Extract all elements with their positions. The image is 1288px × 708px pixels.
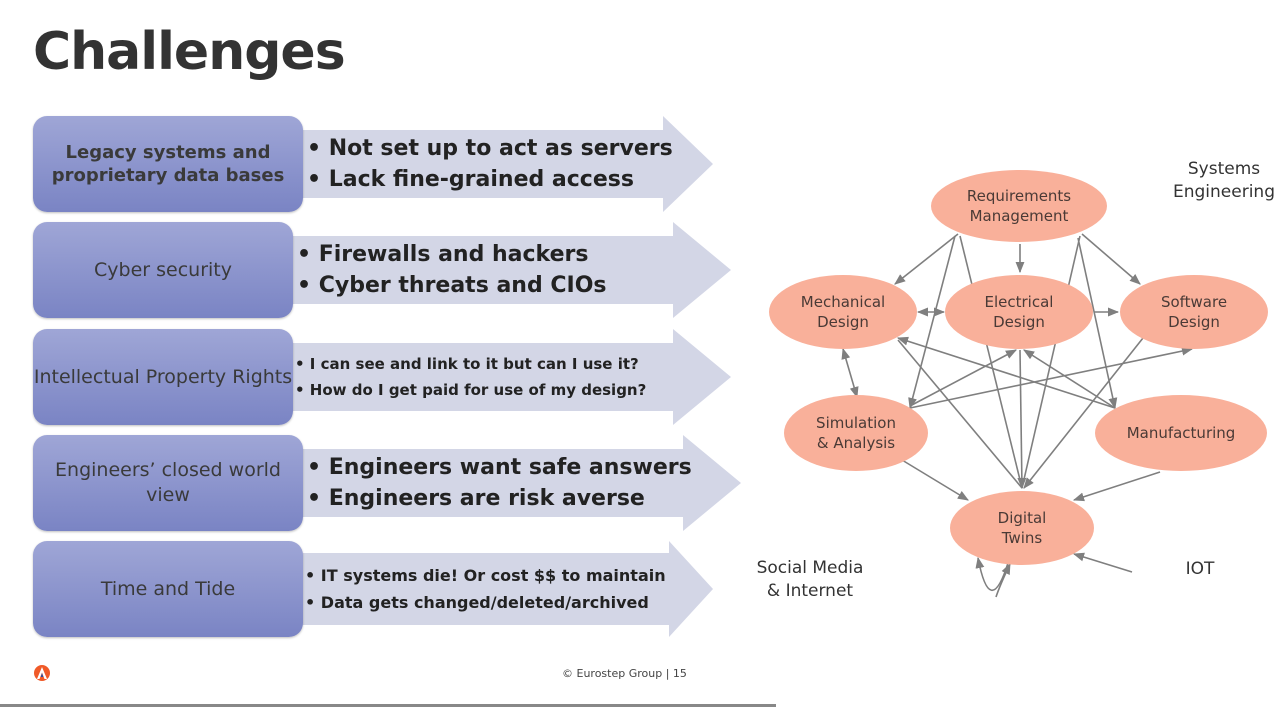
iot-label: IOT [1185,559,1215,579]
edge [959,235,1023,489]
edge [1072,552,1133,573]
node-ellipse [950,491,1094,565]
edge [894,233,959,285]
edge [1072,471,1161,502]
social-media-label: Social Media & Internet [756,558,864,601]
edge [896,336,1116,409]
edge [1077,237,1118,410]
node-label: Management [970,207,1069,225]
node-label: Digital [998,509,1047,527]
challenge-arrow [273,541,713,637]
bullet: • How do I get paid for use of my design… [295,381,647,399]
node-ellipse [769,275,917,349]
edge [909,349,1017,407]
node-label: Electrical [985,293,1054,311]
node-ellipse [945,275,1093,349]
challenge-bullets: • Not set up to act as servers • Lack fi… [307,116,673,212]
node-label: Requirements [967,187,1071,205]
node-ellipse [784,395,928,471]
node-label: Design [993,313,1045,331]
bullet: • Cyber threats and CIOs [297,273,607,298]
node-label: Design [817,313,869,331]
bullet: • Firewalls and hackers [297,242,589,267]
challenge-row-cyber: Cyber security • Firewalls and hackers •… [33,222,743,318]
edge [1017,349,1027,490]
divider [0,704,776,707]
edge [1023,337,1144,489]
challenge-bullets: • I can see and link to it but can I use… [295,329,646,425]
node-sim: Simulation & Analysis [784,395,928,471]
edge [1023,349,1116,409]
challenge-bullets: • Engineers want safe answers • Engineer… [307,435,692,531]
challenge-box: Legacy systems and proprietary data base… [33,116,303,212]
challenge-box: Engineers’ closed world view [33,435,303,531]
systems-engineering-label: Systems Engineering [1173,159,1275,202]
footer-copyright: © Eurostep Group | 15 [562,667,687,680]
edge [901,459,969,501]
challenge-row-ip: Intellectual Property Rights • I can see… [33,329,743,425]
node-label: Twins [1001,529,1043,547]
node-label: Software [1161,293,1227,311]
node-ellipse [931,170,1107,242]
challenge-row-time: Time and Tide • IT systems die! Or cost … [33,541,743,637]
edge [897,339,1023,489]
node-mfg: Manufacturing [1095,395,1267,471]
node-ellipse [1120,275,1268,349]
challenge-arrow [273,222,731,318]
bullet: • Lack fine-grained access [307,167,634,192]
node-label: Simulation [816,414,896,432]
node-ellipse [1095,395,1267,471]
challenge-row-engineers: Engineers’ closed world view • Engineers… [33,435,743,531]
challenge-box: Intellectual Property Rights [33,329,293,425]
challenge-box: Time and Tide [33,541,303,637]
eurostep-logo-icon [34,665,50,681]
node-label: Manufacturing [1127,424,1236,442]
node-label: & Analysis [817,434,895,452]
edge [909,346,1194,409]
edge [908,235,956,410]
edge [1021,235,1081,489]
edge [995,562,1011,598]
bullet: • Engineers want safe answers [307,455,692,480]
challenge-arrow [273,116,713,212]
node-label: Design [1168,313,1220,331]
edge [841,347,859,399]
node-label: Mechanical [801,293,885,311]
challenge-row-legacy: Legacy systems and proprietary data base… [33,116,743,212]
challenge-bullets: • Firewalls and hackers • Cyber threats … [297,222,607,318]
challenge-arrow [273,329,731,425]
bullet: • Data gets changed/deleted/archived [305,593,649,612]
bullet: • I can see and link to it but can I use… [295,355,639,373]
bullet: • Not set up to act as servers [307,136,673,161]
challenge-arrow [273,435,741,531]
slide-title: Challenges [33,22,346,82]
edge [1081,233,1141,285]
challenge-box: Cyber security [33,222,293,318]
challenge-bullets: • IT systems die! Or cost $$ to maintain… [305,541,666,637]
bullet: • Engineers are risk averse [307,486,645,511]
bullet: • IT systems die! Or cost $$ to maintain [305,566,666,585]
